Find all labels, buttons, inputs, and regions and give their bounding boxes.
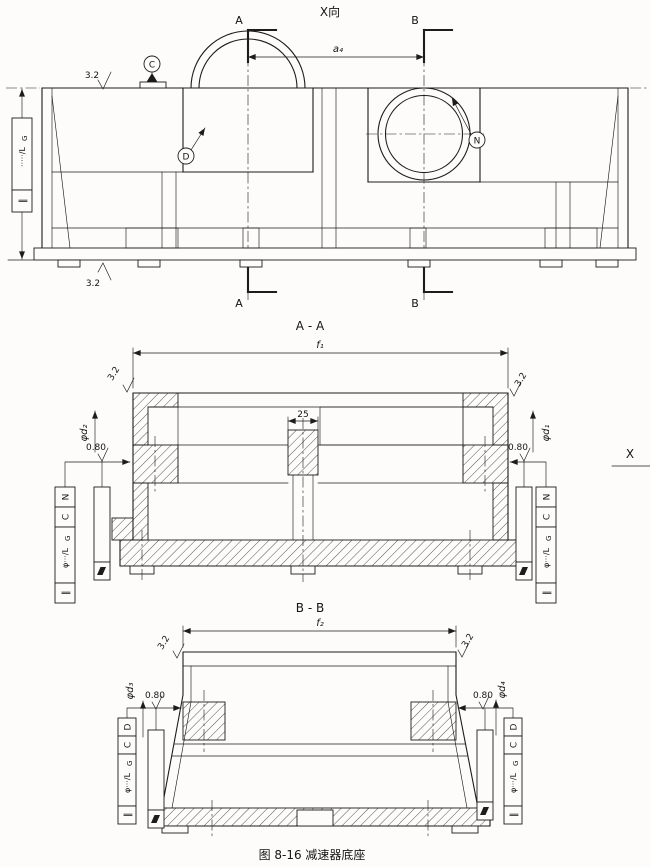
aa-fcf-right-tolerance: φ···/L: [542, 547, 551, 568]
dim-f1-label: f₁: [316, 340, 324, 351]
bb-fcf-left-parallel-symbol: ∥: [124, 813, 134, 818]
bb-datum-stem-left: [147, 729, 165, 811]
phi-d1-label: φd₁: [541, 425, 552, 442]
bb-roughness-right-value: 3.2: [460, 632, 476, 649]
aa-fcf-right: N C φ···/L G ∥: [509, 459, 557, 604]
left-bearing-bore: [182, 30, 314, 173]
aa-roughness-right: 3.2: [509, 371, 529, 397]
front-fcf-parallel-symbol: ∥: [19, 199, 29, 204]
aa-fcf-left-datum1: C: [62, 514, 72, 520]
right-bearing-bore: [367, 87, 481, 183]
aa-fcf-left: N C φ···/L G ∥: [54, 459, 131, 604]
bb-bore-left-callouts: φd₃ 0.80: [125, 683, 165, 738]
dim-f2-label: f₂: [316, 618, 324, 629]
datum-d: D: [177, 127, 206, 165]
aa-fcf-right-datum2: N: [543, 494, 553, 501]
dim-25-label: 25: [297, 410, 308, 420]
bb-fcf-right-tolerance: φ···/L: [509, 772, 518, 793]
bb-fcf-right-datum2: D: [510, 723, 520, 730]
bb-fcf-right-parallel-symbol: ∥: [510, 813, 520, 818]
datum-c-label: C: [149, 61, 155, 71]
phi-d4-label: φd₄: [497, 682, 508, 699]
aa-bore-roughness-right-value: 0.80: [508, 443, 528, 453]
aa-fcf-right-datum1: C: [543, 514, 553, 520]
bb-fcf-right-tolerance-sub: G: [512, 761, 520, 766]
front-fcf-tolerance: ·····/L: [18, 147, 27, 167]
bb-centerlines: [203, 690, 434, 836]
datum-d-label: D: [183, 153, 190, 163]
roughness-top: 3.2: [85, 71, 112, 90]
dim-a4-label: a₄: [333, 44, 343, 55]
aa-solid-symbol-right: [519, 567, 528, 575]
aa-bore-left-callouts: φd₂ 0.80: [79, 410, 109, 488]
aa-fcf-right-tolerance-sub: G: [545, 536, 553, 541]
front-fcf: ·····/L G ∥: [7, 88, 35, 261]
dim-f2: f₂: [182, 618, 457, 648]
roughness-bottom: 3.2: [86, 262, 112, 289]
aa-centerlines: [141, 418, 486, 582]
bb-roughness-right: 3.2: [457, 632, 476, 658]
aa-fcf-left-datum2: N: [62, 494, 72, 501]
aa-fcf-left-tolerance-sub: G: [64, 536, 72, 541]
aa-fcf-right-parallel-symbol: ∥: [543, 591, 553, 596]
bb-bore-roughness-left-value: 0.80: [145, 691, 165, 701]
bb-fcf-left-tolerance: φ···/L: [123, 772, 132, 793]
datum-n: N: [451, 97, 486, 149]
bb-datum-stem-right: [476, 729, 494, 803]
bb-fcf-left: D C φ···/L G ∥: [117, 705, 182, 829]
aa-bore-roughness-left-value: 0.80: [86, 443, 106, 453]
section-bb-view: B - B f₂ 3.2 3.2: [117, 601, 523, 836]
aa-fcf-left-parallel-symbol: ∥: [62, 591, 72, 596]
bb-bore-roughness-right-value: 0.80: [473, 691, 493, 701]
bb-fcf-right-datum1: C: [510, 742, 520, 748]
datum-c: C: [139, 55, 167, 89]
bb-roughness-left-value: 3.2: [156, 634, 172, 651]
bb-fcf-right: D C φ···/L G ∥: [457, 705, 523, 825]
cut-a-top-label: A: [235, 14, 243, 27]
cut-b-top-label: B: [411, 14, 419, 27]
view-x-title: X向: [320, 4, 340, 19]
section-aa-title: A - A: [296, 319, 325, 333]
front-view: X向 A B A B a₄: [6, 4, 648, 310]
aa-roughness-left-value: 3.2: [106, 365, 122, 382]
datum-n-label: N: [474, 137, 481, 147]
aa-solid-symbol-left: [97, 567, 106, 575]
bb-solid-symbol-left: [151, 815, 160, 823]
aa-roughness-right-value: 3.2: [513, 371, 529, 388]
roughness-bottom-value: 3.2: [86, 279, 100, 289]
bb-fcf-left-datum1: C: [124, 742, 134, 748]
roughness-top-value: 3.2: [85, 71, 99, 81]
aa-bore-right-callouts: φd₁ 0.80: [508, 410, 552, 488]
figure-caption: 图 8-16 减速器底座: [259, 847, 366, 862]
bb-fcf-left-tolerance-sub: G: [126, 761, 134, 766]
housing-outline: [33, 87, 637, 268]
bb-bore-right-callouts: φd₄ 0.80: [473, 682, 508, 736]
aa-datum-stem-right: [515, 486, 533, 563]
bb-body: [149, 651, 491, 834]
section-aa-view: A - A f₁ 3.2 3.2: [54, 319, 650, 604]
x-direction: X: [611, 447, 650, 467]
front-fcf-tolerance-sub: G: [21, 136, 29, 141]
phi-d2-label: φd₂: [79, 425, 90, 442]
dim-25: 25: [287, 410, 319, 431]
section-bb-title: B - B: [296, 601, 324, 615]
cut-a-bottom-label: A: [235, 297, 243, 310]
dim-a4: a₄: [247, 44, 425, 60]
x-direction-label: X: [626, 447, 634, 461]
dim-f1: f₁: [132, 340, 509, 389]
bb-solid-symbol-right: [480, 807, 489, 815]
bb-roughness-left: 3.2: [156, 634, 185, 659]
phi-d3-label: φd₃: [125, 683, 136, 700]
cut-b-bottom-label: B: [411, 297, 419, 310]
aa-fcf-left-tolerance: φ···/L: [61, 547, 70, 568]
aa-body: [111, 392, 521, 575]
bb-fcf-left-datum2: D: [124, 723, 134, 730]
aa-datum-stem-left: [93, 486, 111, 563]
housing-ribs: [51, 87, 619, 249]
aa-roughness-left: 3.2: [106, 365, 135, 393]
